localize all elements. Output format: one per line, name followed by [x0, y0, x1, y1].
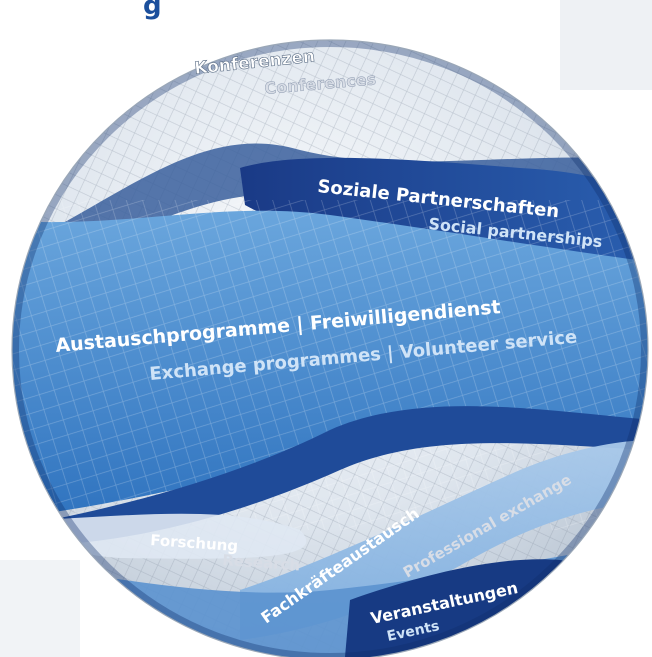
background-tile	[560, 0, 652, 90]
background-tile	[0, 560, 80, 657]
globe-outline	[11, 39, 649, 657]
title-fragment: g	[143, 0, 162, 21]
band-research	[40, 513, 307, 559]
label-research-en: Research	[222, 551, 301, 574]
band-lower-swoosh	[50, 406, 648, 545]
